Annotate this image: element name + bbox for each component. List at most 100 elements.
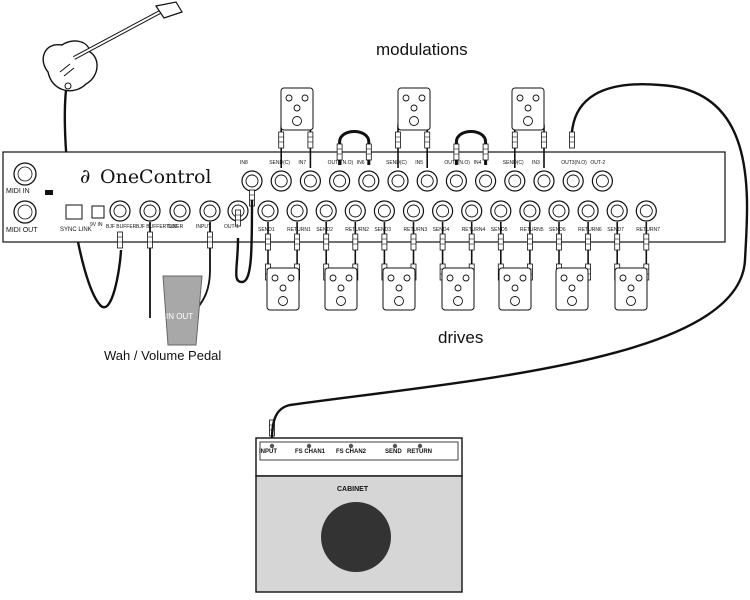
drive-pedal-icon-1 [266,267,300,311]
drive-pedal-icon-6 [555,267,589,311]
jack-out3-n-o-11 [562,170,584,192]
plug-bridge-1b [482,143,489,161]
drives-label: drives [438,328,484,347]
drive-pedal-icon-4 [441,267,475,311]
jack-in5-6 [416,170,438,192]
amp-jack-dot-4 [417,443,423,449]
amp-cabinet [255,475,463,593]
plug-return-2 [410,233,417,251]
jack-label-return4: RETURN4 [461,227,486,233]
jack-label-in7-2: IN7 [298,160,307,166]
jack-return4 [461,200,483,222]
dc-in-label: 9V IN [90,222,103,228]
jack-bjf-buffer-out [139,200,161,222]
brand-logo: OneControl [100,166,212,188]
modulations-label: modulations [376,40,468,59]
jack-send2 [315,200,337,222]
amp-fs2-label: FS CHAN2 [336,449,367,455]
jack-label-in8-0: IN8 [240,160,248,166]
wah-pedal [162,275,203,346]
jack-label-in5-6: IN5 [415,160,423,166]
jack-label-send7: SEND7 [607,227,624,233]
plug-send-6 [614,233,621,251]
drive-pedal-icon-2 [324,267,358,311]
amp-jack-dot-2 [348,443,354,449]
jack-return6 [577,200,599,222]
jack-label-out-1: OUT-1 [224,224,239,230]
jack-label-send6: SEND6 [549,227,566,233]
drive-pedal-icon-3 [382,267,416,311]
modulation-pedal-icon-3 [511,87,545,131]
plug-send-4 [497,233,504,251]
plug-top-2b [541,131,547,149]
plug-return-3 [468,233,475,251]
jack-out5-n-o-7 [445,170,467,192]
jack-send-c-5 [387,170,409,192]
amp-send-label: SEND [385,449,402,455]
jack-input [199,200,221,222]
plug-bridge-0a [336,143,343,161]
speaker-cone [321,502,391,572]
brand-swirl-icon: ∂ [80,164,91,188]
drive-pedal-icon-5 [498,267,532,311]
loop-cable [235,199,254,284]
jack-label-send5: SEND5 [490,227,508,233]
drive-pedal-icon-7 [614,267,648,311]
jack-label-send-c-1: SEND(C) [269,160,291,166]
plug-out2 [569,131,575,149]
plug-wah-out [207,231,213,249]
jack-send1 [257,200,279,222]
jack-return1 [286,200,308,222]
plug-return-0 [294,233,301,251]
plug-guitar [117,231,123,249]
jack-label-return6: RETURN6 [578,227,602,233]
midi-out-label: MIDI OUT [6,227,38,234]
output-cable [270,83,749,441]
jack-send-c-9 [504,170,526,192]
amp-fs1-label: FS CHAN1 [295,449,326,455]
jack-label-out5-n-o-7: OUT5(N.O) [444,160,470,166]
plug-return-5 [585,233,591,251]
midi-out-jack [13,200,37,224]
jack-in6-4 [358,170,380,192]
plug-wah-in [147,231,153,249]
guitar-icon [42,1,183,92]
jack-label-out3-n-o-11: OUT3(N.O) [561,160,587,166]
jack-label-bjf-buffer: BJF BUFFER [106,224,137,230]
jack-label-in3-10: IN3 [532,160,540,166]
jack-label-out-2-12: OUT-2 [590,160,606,166]
amp-jack-dot-1 [306,443,312,449]
jack-label-tuner: TUNER [166,224,184,230]
jack-label-send1: SEND1 [258,227,275,233]
plug-return-6 [643,233,650,251]
jack-in7-2 [299,170,321,192]
jack-label-out6-n-o-3: OUT6(N.O) [327,160,354,166]
plug-top-0a [278,131,285,149]
plug-bridge-1a [453,143,460,161]
jack-tuner [169,200,191,222]
jack-send6 [548,200,570,222]
switcher-unit [2,151,726,243]
amp-head [255,437,463,477]
amp-input-label: INPUT [259,449,277,455]
jack-send7 [606,200,628,222]
jack-bjf-buffer [109,200,131,222]
jack-label-bjf-buffer-out: BJF BUFFER OUT [136,224,179,230]
pedal-io-label: IN OUT [166,312,194,321]
sync-link-port [65,204,83,220]
jack-label-send2: SEND2 [316,227,333,233]
jack-label-return2: RETURN2 [345,227,369,233]
jack-label-send4: SEND4 [432,227,450,233]
jack-label-send3: SEND3 [374,227,392,233]
wah-label: Wah / Volume Pedal [104,348,222,363]
jack-label-input: INPUT [196,224,211,230]
jack-send5 [490,200,512,222]
modulation-pedal-icon-1 [280,87,314,131]
modulation-pedal-icon-2 [397,87,431,131]
jack-label-send-c-5: SEND(C) [386,160,407,166]
jack-label-in6-4: IN6 [356,160,365,166]
jack-label-in4-8: IN4 [473,160,482,166]
amp-jack-dot-0 [269,443,275,449]
